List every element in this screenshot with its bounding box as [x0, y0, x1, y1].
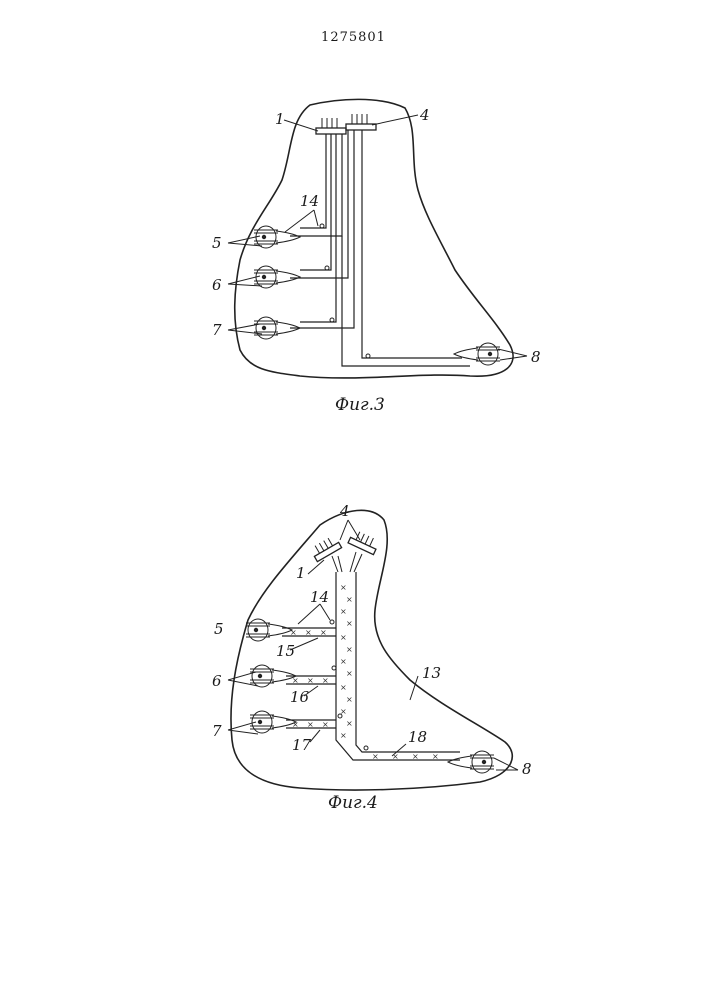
- fig4-label-4: 4: [339, 502, 350, 520]
- svg-text:×: ×: [340, 633, 347, 642]
- svg-text:×: ×: [322, 676, 329, 685]
- svg-text:×: ×: [346, 695, 353, 704]
- svg-text:×: ×: [340, 657, 347, 666]
- svg-text:×: ×: [412, 752, 419, 761]
- fig4-caption: Фиг.4: [328, 793, 378, 813]
- connector-4: [346, 114, 376, 130]
- fig3-label-1: 1: [275, 110, 285, 128]
- svg-text:×: ×: [322, 720, 329, 729]
- plug-8: [454, 343, 500, 365]
- fig3-outline: [235, 99, 513, 378]
- plug-5: [254, 226, 300, 248]
- svg-text:×: ×: [346, 619, 353, 628]
- fig4-label-13: 13: [422, 664, 441, 682]
- connector-4: [348, 529, 380, 554]
- fig4-label-5: 5: [214, 620, 224, 638]
- svg-text:×: ×: [346, 595, 353, 604]
- fig4-label-17: 17: [292, 736, 312, 754]
- svg-text:×: ×: [307, 676, 314, 685]
- svg-text:×: ×: [320, 628, 327, 637]
- svg-text:×: ×: [340, 731, 347, 740]
- fig4-label-15: 15: [276, 642, 295, 660]
- fig3-label-8: 8: [531, 348, 541, 366]
- fig3-label-7: 7: [212, 321, 222, 339]
- connector-1: [310, 535, 342, 562]
- svg-text:×: ×: [346, 645, 353, 654]
- fig4-label-7: 7: [212, 722, 222, 740]
- fig4-label-1: 1: [296, 564, 306, 582]
- fig3-caption: Фиг.3: [335, 395, 385, 415]
- svg-text:×: ×: [432, 752, 439, 761]
- fig3-label-6: 6: [212, 276, 222, 294]
- fig3-label-5: 5: [212, 234, 222, 252]
- svg-text:×: ×: [346, 719, 353, 728]
- fig4-label-18: 18: [408, 728, 427, 746]
- svg-text:×: ×: [346, 669, 353, 678]
- plug-5: [246, 619, 292, 641]
- svg-text:×: ×: [340, 683, 347, 692]
- svg-text:×: ×: [305, 628, 312, 637]
- fig4-leaders: [228, 520, 518, 770]
- plug-6: [254, 266, 300, 288]
- connector-1: [316, 118, 346, 134]
- svg-text:×: ×: [340, 607, 347, 616]
- fig3-leaders: [228, 115, 527, 360]
- fig3-label-4: 4: [419, 106, 430, 124]
- fig4-label-6: 6: [212, 672, 222, 690]
- figure-4: ×× ×× ×× ×× ×× ×× × ××× ××× ××× ××××: [212, 502, 532, 813]
- svg-text:×: ×: [340, 583, 347, 592]
- fig3-label-14: 14: [300, 192, 319, 210]
- svg-text:×: ×: [372, 752, 379, 761]
- fig4-label-8: 8: [522, 760, 532, 778]
- svg-text:×: ×: [307, 720, 314, 729]
- fig4-label-16: 16: [290, 688, 310, 706]
- plug-8: [448, 751, 494, 773]
- plug-7: [250, 711, 296, 733]
- figure-3: 1 4 14 5 6 7 8 Фиг.3: [212, 99, 541, 415]
- fig4-outline: [231, 510, 512, 790]
- fig4-label-14: 14: [310, 588, 329, 606]
